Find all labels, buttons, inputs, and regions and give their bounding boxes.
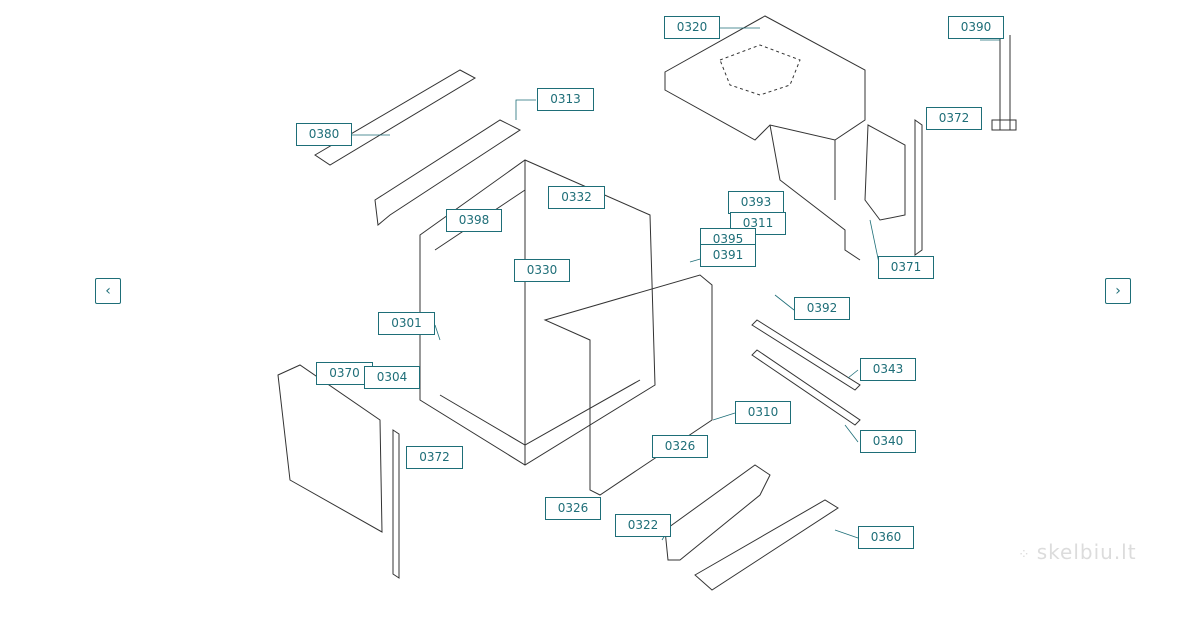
part-label-0326-right[interactable]: 0326 (652, 435, 708, 458)
part-label-0310[interactable]: 0310 (735, 401, 791, 424)
part-side-strip-left (392, 429, 400, 579)
part-rail-upper (751, 319, 861, 391)
part-label-0393[interactable]: 0393 (728, 191, 784, 214)
part-label-0371[interactable]: 0371 (878, 256, 934, 279)
part-label-0360[interactable]: 0360 (858, 526, 914, 549)
next-button[interactable]: › (1105, 278, 1131, 304)
chevron-right-icon: › (1115, 283, 1121, 299)
part-base (664, 464, 771, 561)
part-label-0304[interactable]: 0304 (364, 366, 420, 389)
part-label-0340[interactable]: 0340 (860, 430, 916, 453)
part-side-strip-right (914, 119, 923, 256)
dots-icon: ⁘ (1018, 547, 1031, 563)
part-label-0313[interactable]: 0313 (537, 88, 594, 111)
part-label-0343[interactable]: 0343 (860, 358, 916, 381)
part-label-0370[interactable]: 0370 (316, 362, 373, 385)
part-label-0372-right[interactable]: 0372 (926, 107, 982, 130)
part-hose (999, 35, 1011, 130)
prev-button[interactable]: ‹ (95, 278, 121, 304)
part-label-0372-left[interactable]: 0372 (406, 446, 463, 469)
part-door-seal (543, 274, 713, 496)
part-label-0398[interactable]: 0398 (446, 209, 502, 232)
part-label-0391[interactable]: 0391 (700, 244, 756, 267)
chevron-left-icon: ‹ (105, 283, 111, 299)
part-label-0322[interactable]: 0322 (615, 514, 671, 537)
part-kick-plate (694, 499, 839, 591)
part-label-0332[interactable]: 0332 (548, 186, 605, 209)
part-side-panel-right (864, 124, 906, 221)
part-label-0330[interactable]: 0330 (514, 259, 570, 282)
part-rail-lower (751, 349, 861, 426)
part-label-0326-left[interactable]: 0326 (545, 497, 601, 520)
part-side-panel-left (277, 364, 383, 533)
part-label-0320[interactable]: 0320 (664, 16, 720, 39)
part-label-0390[interactable]: 0390 (948, 16, 1004, 39)
watermark: ⁘skelbiu.lt (1018, 540, 1137, 564)
part-label-0301[interactable]: 0301 (378, 312, 435, 335)
part-strip (314, 69, 477, 166)
part-rail (374, 119, 522, 226)
part-label-0380[interactable]: 0380 (296, 123, 352, 146)
part-label-0392[interactable]: 0392 (794, 297, 850, 320)
part-tub (419, 159, 656, 466)
